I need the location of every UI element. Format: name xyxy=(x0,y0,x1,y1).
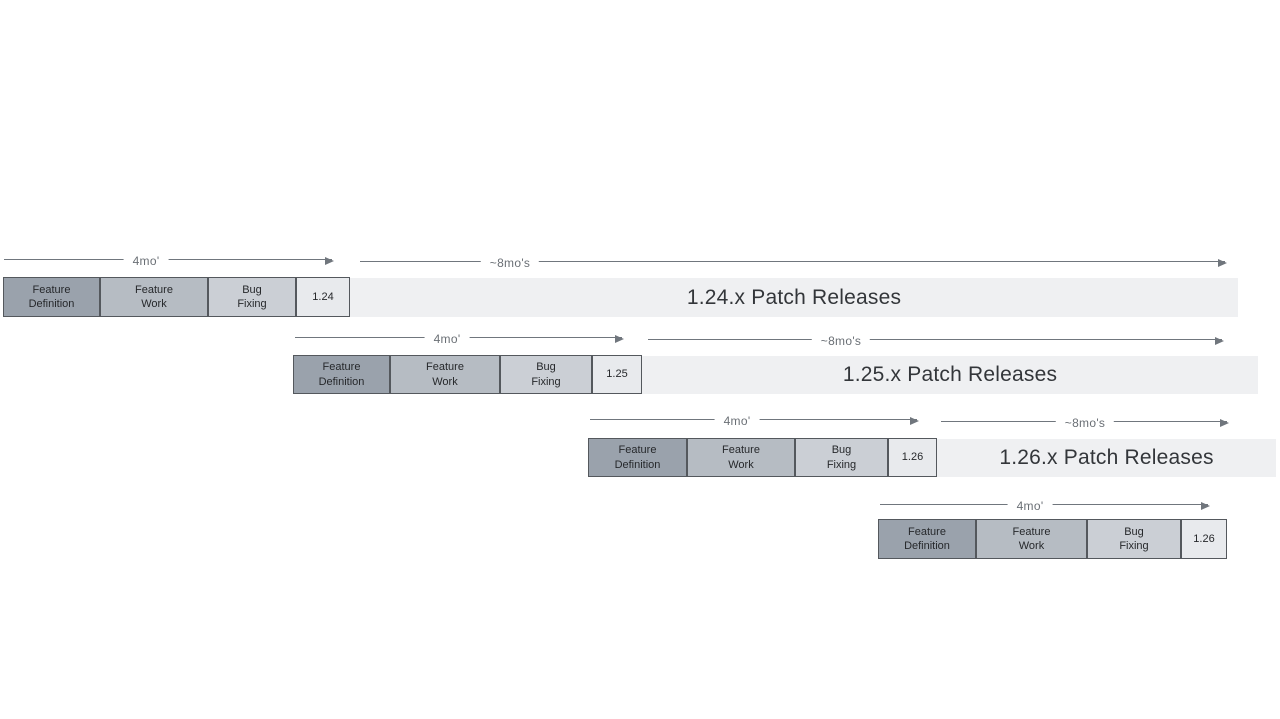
arrowhead-icon xyxy=(615,334,624,343)
patch-cycle-arrow: ~8mo's xyxy=(648,333,1224,348)
version-label: 1.26 xyxy=(901,451,924,464)
version-box: 1.26 xyxy=(1181,519,1227,559)
patch-duration-label: ~8mo's xyxy=(811,333,871,348)
arrowhead-icon xyxy=(1218,258,1227,267)
phase-label: Bug Fixing xyxy=(237,283,267,310)
phase-label: Feature Work xyxy=(426,361,464,388)
version-box: 1.26 xyxy=(888,438,937,477)
patch-releases-label: 1.26.x Patch Releases xyxy=(999,446,1214,469)
patch-releases-label: 1.25.x Patch Releases xyxy=(842,363,1058,386)
phase-box-bug-fixing: Bug Fixing xyxy=(1087,519,1181,559)
patch-cycle-arrow: ~8mo's xyxy=(360,255,1227,270)
phase-box-bug-fixing: Bug Fixing xyxy=(795,438,888,477)
phase-box-feature-work: Feature Work xyxy=(100,277,208,317)
phase-box-feature-work: Feature Work xyxy=(390,355,500,394)
phase-box-feature-definition: Feature Definition xyxy=(588,438,687,477)
phase-box-bug-fixing: Bug Fixing xyxy=(208,277,296,317)
dev-duration-label: 4mo' xyxy=(1007,498,1053,513)
phase-label: Bug Fixing xyxy=(531,361,561,388)
phase-label: Bug Fixing xyxy=(1119,525,1149,552)
phase-box-feature-definition: Feature Definition xyxy=(293,355,390,394)
phase-label: Feature Work xyxy=(1012,525,1051,552)
phase-box-feature-work: Feature Work xyxy=(976,519,1087,559)
arrowhead-icon xyxy=(1220,418,1229,427)
phase-label: Feature Work xyxy=(722,444,760,471)
phase-label: Feature Definition xyxy=(614,444,661,471)
phase-label: Feature Work xyxy=(135,283,173,310)
dev-cycle-arrow: 4mo' xyxy=(590,413,919,428)
dev-duration-label: 4mo' xyxy=(714,413,760,428)
phase-box-feature-definition: Feature Definition xyxy=(3,277,100,317)
version-box: 1.24 xyxy=(296,277,350,317)
version-label: 1.24 xyxy=(312,290,334,303)
version-label: 1.26 xyxy=(1193,532,1215,545)
patch-releases-band: 1.26.x Patch Releases xyxy=(937,439,1276,477)
version-box: 1.25 xyxy=(592,355,642,394)
phase-label: Feature Definition xyxy=(318,361,365,388)
phase-box-feature-work: Feature Work xyxy=(687,438,795,477)
phase-box-bug-fixing: Bug Fixing xyxy=(500,355,592,394)
phase-label: Feature Definition xyxy=(904,525,950,552)
patch-releases-band: 1.25.x Patch Releases xyxy=(642,356,1258,394)
patch-duration-label: ~8mo's xyxy=(1055,415,1115,430)
patch-cycle-arrow: ~8mo's xyxy=(941,415,1229,430)
dev-cycle-arrow: 4mo' xyxy=(295,331,624,346)
patch-duration-label: ~8mo's xyxy=(480,255,540,270)
phase-label: Bug Fixing xyxy=(826,444,857,471)
version-label: 1.25 xyxy=(606,368,628,381)
phase-box-feature-definition: Feature Definition xyxy=(878,519,976,559)
arrowhead-icon xyxy=(910,416,919,425)
dev-duration-label: 4mo' xyxy=(424,331,470,346)
patch-releases-label: 1.24.x Patch Releases xyxy=(686,285,902,309)
dev-cycle-arrow: 4mo' xyxy=(880,498,1210,513)
arrowhead-icon xyxy=(1201,501,1210,510)
patch-releases-band: 1.24.x Patch Releases xyxy=(350,278,1238,317)
dev-duration-label: 4mo' xyxy=(123,253,169,268)
arrowhead-icon xyxy=(1215,336,1224,345)
phase-label: Feature Definition xyxy=(28,283,75,310)
arrowhead-icon xyxy=(325,256,334,265)
dev-cycle-arrow: 4mo' xyxy=(4,253,334,268)
